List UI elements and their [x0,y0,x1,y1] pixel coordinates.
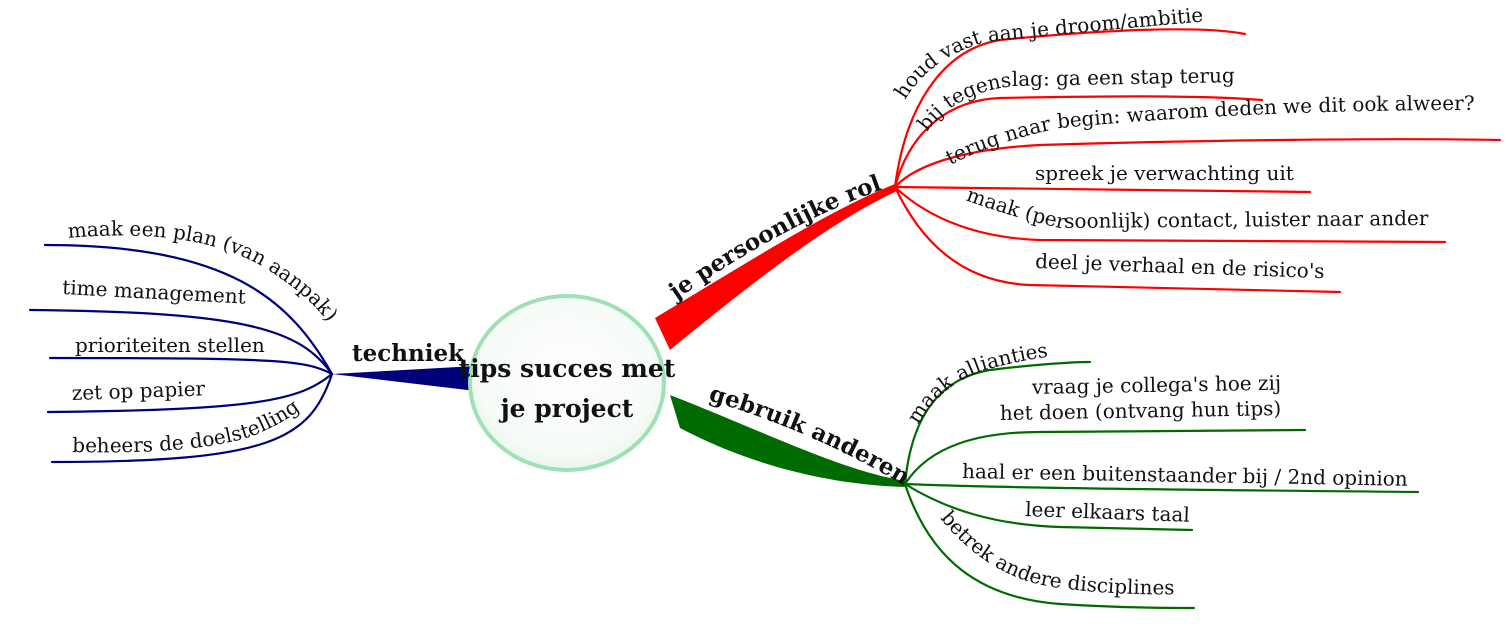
leaf-line-zet-op-papier [46,372,334,414]
trunk-anderen [670,395,905,487]
leaf-terug: terug naar begin: waarom deden we dit oo… [942,91,1475,169]
branch-label-persoonlijk: je persoonlijke rol [662,169,884,306]
leaf-haal: haal er een buitenstaander bij / 2nd opi… [962,459,1408,491]
leaf-line-bij [893,95,1264,189]
trunk-techniek [332,366,476,391]
leaf-zet-op-papier: zet op papier [71,376,205,405]
trunk-persoonlijk [655,184,897,350]
leaf-line-terug [893,138,1502,189]
leaf-time-management: time management [62,275,247,309]
leaf-line-deel [893,185,1342,294]
leaf-deel: deel je verhaal en de risico's [1035,249,1325,283]
center-title-line1: tips succes met [459,354,676,383]
leaf-line-prioriteiten [48,356,334,376]
leaf-line-maak-plan [43,243,334,376]
leaf-line-houd [893,28,1247,189]
center-ellipse [468,294,666,472]
branch-label-techniek: techniek [352,340,465,367]
leaf-line-beheers [50,372,334,464]
center-title-line2: je project [499,394,634,423]
leaf-line-maak-all [903,360,1092,486]
leaf-line-vraag [903,428,1307,486]
leaf-line-leer [903,482,1194,532]
leaf-line-betrek [903,482,1196,610]
leaf-leer: leer elkaars taal [1025,497,1190,527]
leaf-line-maak-contact [893,185,1447,244]
branch-anderen: gebruik anderen maak allianties vraag je… [670,338,1420,610]
leaf-prioriteiten: prioriteiten stellen [75,333,265,357]
leaf-maak-plan: maak een plan (van aanpak) [67,216,343,325]
center-node: tips succes met je project [459,294,676,472]
leaf-line-time-management [28,308,334,376]
leaf-line-haal [903,482,1420,494]
leaf-spreek: spreek je verwachting uit [1035,161,1294,185]
leaf-vraag: vraag je collega's hoe zij [1031,371,1282,399]
leaf-het-doen: het doen (ontvang hun tips) [1000,396,1282,425]
leaf-line-spreek [893,185,1312,194]
branch-techniek: techniek maak een plan (van aanpak) time… [28,216,476,464]
branch-persoonlijk: je persoonlijke rol houd vast aan je dro… [655,3,1502,350]
